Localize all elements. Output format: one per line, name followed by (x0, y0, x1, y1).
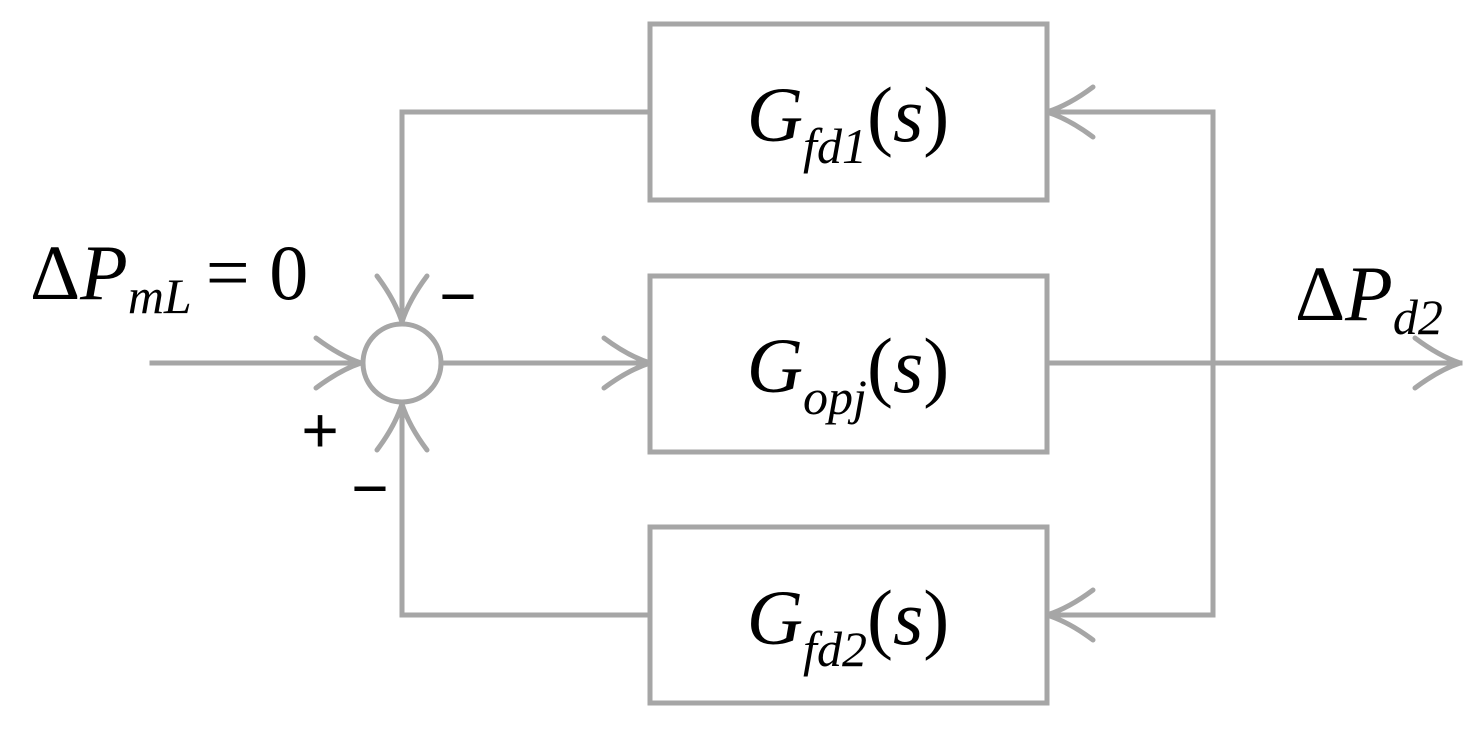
arrow-output (1412, 335, 1463, 391)
block-fd1 (647, 21, 1050, 203)
feedback-fd1-line (399, 109, 653, 325)
junction-top-sign: − (439, 260, 476, 332)
junction-left-sign: + (301, 394, 338, 466)
junction-bottom-sign: − (351, 452, 388, 524)
feedback-fd2-line (399, 401, 653, 618)
block-opj (647, 273, 1050, 455)
input-label: ΔPmL= 0 (30, 229, 308, 324)
tf-fd1: Gfd1(s) (747, 71, 950, 174)
summing-junction (360, 321, 444, 405)
tf-fd2: Gfd2(s) (747, 574, 950, 677)
tf-opj: Gopj(s) (747, 322, 950, 425)
output-label: ΔPd2 (1295, 250, 1443, 345)
block-fd2 (647, 524, 1050, 706)
